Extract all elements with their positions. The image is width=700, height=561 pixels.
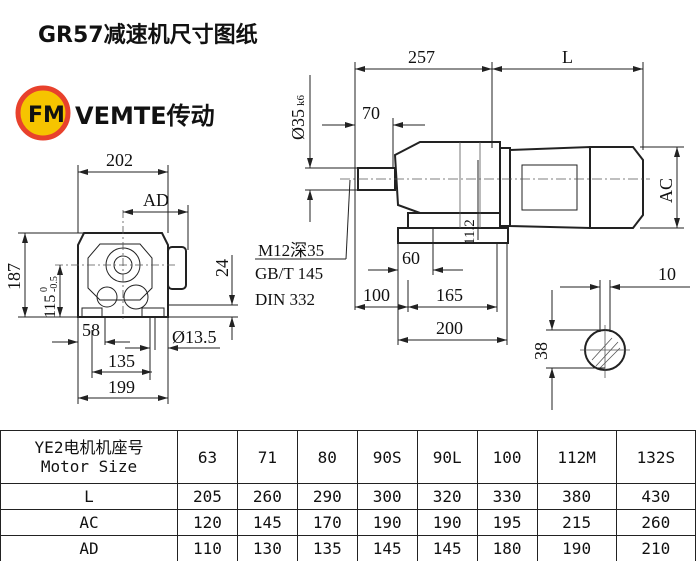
value-cell: 130 bbox=[236, 535, 298, 561]
value-cell: 290 bbox=[296, 483, 358, 510]
thread-note: M12深35 bbox=[258, 241, 324, 260]
value-cell: 430 bbox=[615, 483, 697, 510]
side-view: 257 L 70 Ø35 k6 AC 11.2 60 100 165 bbox=[255, 47, 684, 345]
dim-24: 24 bbox=[212, 259, 232, 277]
value-cell: 190 bbox=[416, 509, 478, 536]
dim-58: 58 bbox=[82, 320, 100, 340]
header-en: Motor Size bbox=[40, 457, 138, 476]
value-cell: 190 bbox=[536, 535, 617, 561]
table-row: L 205 260 290 300 320 330 380 430 bbox=[0, 483, 697, 510]
size-cell: 90S bbox=[356, 430, 418, 484]
value-cell: 320 bbox=[416, 483, 478, 510]
dim-key-height: 38 bbox=[531, 342, 551, 360]
value-cell: 145 bbox=[236, 509, 298, 536]
value-cell: 300 bbox=[356, 483, 418, 510]
dim-199: 199 bbox=[108, 377, 135, 397]
dim-11-2: 11.2 bbox=[462, 219, 478, 245]
value-cell: 135 bbox=[296, 535, 358, 561]
dim-l: L bbox=[562, 47, 573, 67]
size-cell: 71 bbox=[236, 430, 298, 484]
row-label: L bbox=[0, 483, 178, 510]
standard-gb: GB/T 145 bbox=[255, 264, 323, 283]
value-cell: 215 bbox=[536, 509, 617, 536]
value-cell: 145 bbox=[416, 535, 478, 561]
size-cell: 80 bbox=[296, 430, 358, 484]
brand-name: VEMTE传动 bbox=[75, 102, 215, 130]
front-view: 202 AD 187 115 0 -0.5 24 58 Ø13.5 bbox=[4, 150, 238, 404]
value-cell: 260 bbox=[615, 509, 697, 536]
tol-lower: -0.5 bbox=[49, 276, 60, 292]
value-cell: 190 bbox=[356, 509, 418, 536]
value-cell: 170 bbox=[296, 509, 358, 536]
row-label: AD bbox=[0, 535, 178, 561]
brand-logo: FM VEMTE传动 bbox=[15, 85, 215, 141]
dim-hole: Ø13.5 bbox=[172, 327, 217, 347]
table-row: AC 120 145 170 190 190 195 215 260 bbox=[0, 509, 697, 536]
dim-115: 115 bbox=[42, 295, 59, 318]
size-cell: 100 bbox=[476, 430, 538, 484]
value-cell: 380 bbox=[536, 483, 617, 510]
size-cell: 90L bbox=[416, 430, 478, 484]
value-cell: 180 bbox=[476, 535, 538, 561]
dim-187: 187 bbox=[4, 263, 24, 290]
shaft-section: 10 38 bbox=[531, 264, 690, 410]
dim-shaft-dia: Ø35 bbox=[288, 109, 308, 140]
size-cell: 63 bbox=[177, 430, 238, 484]
dim-70: 70 bbox=[362, 103, 380, 123]
table-row: AD 110 130 135 145 145 180 190 210 bbox=[0, 535, 697, 561]
size-cell: 112M bbox=[536, 430, 617, 484]
value-cell: 195 bbox=[476, 509, 538, 536]
shaft-tolerance: k6 bbox=[295, 95, 307, 107]
size-cell: 132S bbox=[615, 430, 697, 484]
page-title: GR57减速机尺寸图纸 bbox=[38, 22, 258, 48]
value-cell: 145 bbox=[356, 535, 418, 561]
dim-202: 202 bbox=[106, 150, 133, 170]
value-cell: 205 bbox=[177, 483, 238, 510]
dim-key-width: 10 bbox=[658, 264, 676, 284]
dim-257: 257 bbox=[408, 47, 435, 67]
value-cell: 120 bbox=[177, 509, 238, 536]
dim-60: 60 bbox=[402, 248, 420, 268]
value-cell: 260 bbox=[236, 483, 298, 510]
value-cell: 330 bbox=[476, 483, 538, 510]
tol-upper: 0 bbox=[39, 287, 50, 292]
logo-icon bbox=[15, 85, 71, 141]
value-cell: 110 bbox=[177, 535, 238, 561]
dim-135: 135 bbox=[108, 351, 135, 371]
dim-165: 165 bbox=[436, 285, 463, 305]
row-label: AC bbox=[0, 509, 178, 536]
dim-100: 100 bbox=[363, 285, 390, 305]
header-cn: YE2电机机座号 bbox=[34, 438, 144, 457]
technical-drawing: GR57减速机尺寸图纸 FM VEMTE传动 202 AD 187 115 0 … bbox=[4, 22, 690, 410]
value-cell: 210 bbox=[615, 535, 697, 561]
standard-din: DIN 332 bbox=[255, 290, 315, 309]
logo-mark: FM bbox=[28, 103, 65, 128]
dim-ac: AC bbox=[656, 178, 676, 203]
dim-ad: AD bbox=[143, 190, 169, 210]
dim-200: 200 bbox=[436, 318, 463, 338]
